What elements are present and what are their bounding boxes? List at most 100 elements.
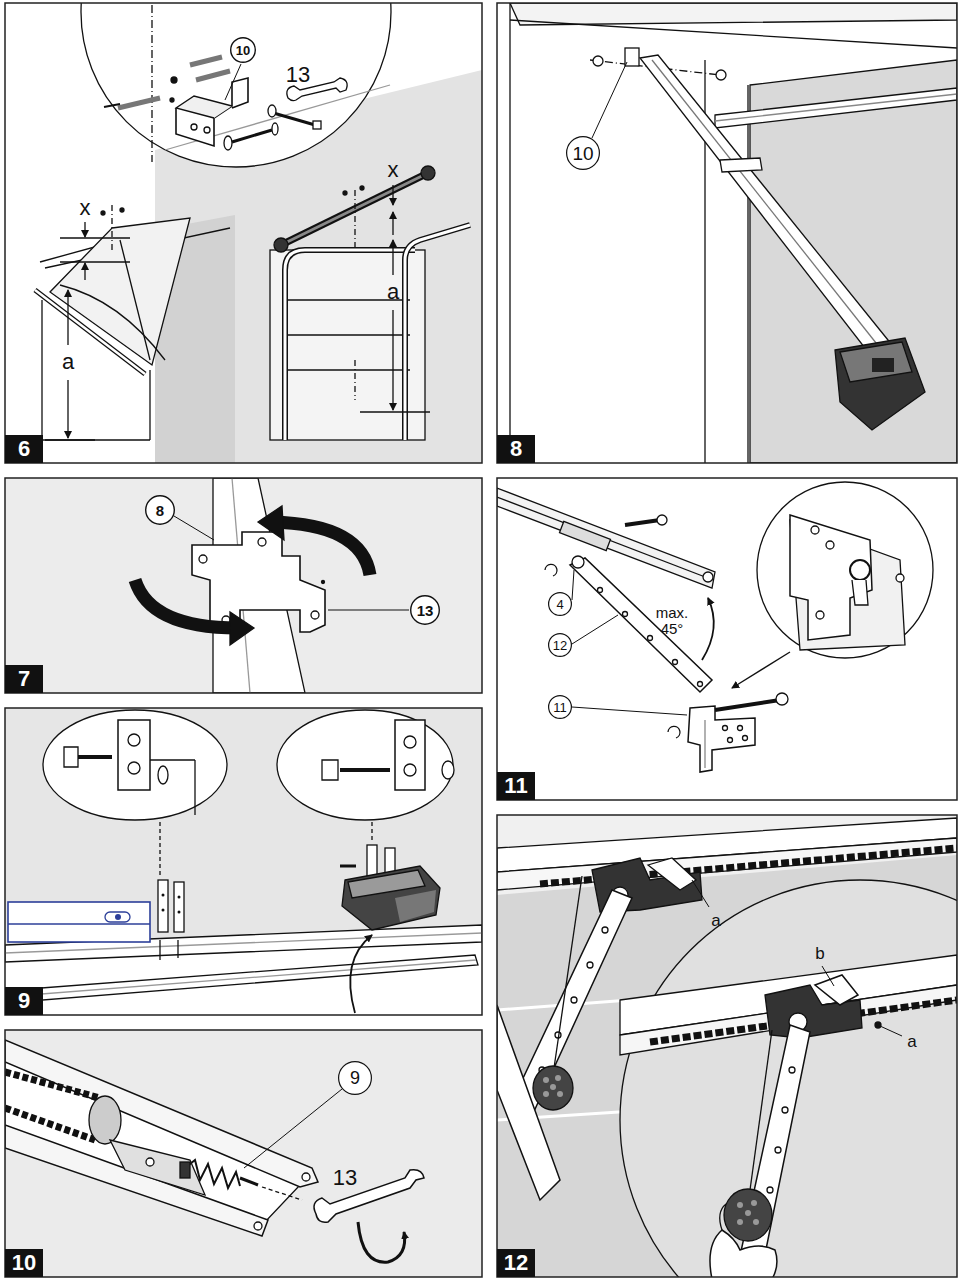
panel-11-art-part xyxy=(702,598,714,660)
panel-9-art-part xyxy=(5,708,482,1015)
callout-text: 11 xyxy=(553,701,567,714)
panel-11-art-part xyxy=(598,588,703,687)
panel-6-art-part xyxy=(35,290,145,374)
panel-12-art-part xyxy=(554,876,582,1068)
panel-6-art-part xyxy=(35,290,145,374)
callout-number: 4 xyxy=(548,592,572,616)
panel-9-art-part xyxy=(128,762,140,774)
panel-11-art-part xyxy=(570,558,712,692)
panel-12-art-part-part xyxy=(737,1202,743,1208)
callout-circle-outline xyxy=(549,593,572,616)
panel-12-art-part-part xyxy=(543,1077,549,1083)
panel-7-art-part xyxy=(311,611,319,619)
step-number: 9 xyxy=(18,990,30,1012)
panel-6-art-part xyxy=(120,208,124,212)
panel-8-art-part xyxy=(593,56,603,66)
part-letter: b xyxy=(815,945,824,963)
panel-10-art-part xyxy=(254,1222,262,1230)
panel-9-art-part-part xyxy=(162,894,165,897)
panel-6-art-part xyxy=(171,77,177,83)
panel-12-art-part-part xyxy=(557,1091,563,1097)
panel-9-art-part xyxy=(118,720,150,790)
panel-6-art-part xyxy=(101,211,105,215)
panel-6-art-part xyxy=(313,121,321,129)
callout-number: 9 xyxy=(338,1061,372,1095)
panel-9-art-part xyxy=(115,914,121,920)
angle-note: max. 45° xyxy=(650,605,694,637)
panel-11-art-part xyxy=(688,706,755,772)
callout-circle-outline xyxy=(567,137,600,170)
panel-10-art-part xyxy=(110,1140,205,1195)
panel-7-art-part xyxy=(192,532,325,632)
panel-11-art-part-part xyxy=(723,726,728,731)
panel-12-art-part xyxy=(815,975,858,1005)
panel-8-art-part xyxy=(497,3,957,463)
panel-8-art-part xyxy=(510,20,957,48)
panel-10-art-part xyxy=(89,1096,121,1144)
panel-6-art-part xyxy=(41,300,42,440)
panel-9-art-part xyxy=(105,912,130,922)
panel-frame-part xyxy=(497,815,957,1277)
panel-9-art-part xyxy=(194,760,195,815)
panel-8-art-part xyxy=(835,338,925,430)
panel-9-art-part xyxy=(371,822,372,843)
panel-9-art-part xyxy=(159,940,160,960)
callout-circle-outline xyxy=(231,38,256,63)
panel-frame-part xyxy=(5,3,482,463)
panel-9-art-part xyxy=(15,955,478,1002)
callout-number: 8 xyxy=(145,495,175,525)
step-number-box: 6 xyxy=(5,435,43,463)
leader-line xyxy=(244,1089,342,1168)
panel-8-art-part xyxy=(715,94,957,121)
callout-text: 10 xyxy=(236,44,250,57)
panel-11-art-part xyxy=(497,488,715,588)
panel-12-art-part-part xyxy=(550,1084,556,1090)
panel-9-art-part xyxy=(395,720,425,790)
panel-6-art-part xyxy=(120,240,150,360)
callout-text: 9 xyxy=(350,1069,360,1087)
panel-12-art-part-part xyxy=(571,997,577,1003)
panel-11-art-part xyxy=(703,572,713,582)
panel-7-art-part xyxy=(272,522,370,575)
callout-circle-outline xyxy=(339,1062,372,1095)
panel-6-art-part xyxy=(204,127,210,133)
panel-9-art-part xyxy=(342,866,440,930)
panel-8-art-part xyxy=(840,342,912,382)
panel-9-art-part xyxy=(340,865,356,868)
panel-12-art-part xyxy=(543,1075,563,1097)
panel-frame-part xyxy=(5,1030,482,1277)
panel-11-art-part xyxy=(657,515,667,525)
leader-line xyxy=(592,62,627,138)
panel-9-art-part xyxy=(404,764,416,776)
panel-6-art-part xyxy=(272,123,278,135)
panel-9-art-part xyxy=(150,759,195,760)
panel-9-art-part xyxy=(158,766,168,784)
step-number-box-fill xyxy=(497,772,535,800)
panel-11-art-part-part xyxy=(728,738,733,743)
panel-6-art-part xyxy=(224,136,232,150)
panel-11-art-part-part xyxy=(896,574,904,582)
panel-12-art-part xyxy=(875,1022,881,1028)
callout-circle-outline xyxy=(411,596,440,625)
callout-circle-outline xyxy=(549,696,572,719)
panel-6-art-part xyxy=(392,310,393,410)
panel-6-art-part xyxy=(170,98,174,102)
panel-11-art-part xyxy=(560,521,611,550)
panel-9-art-part-part xyxy=(162,909,165,912)
panel-11-art-part-part xyxy=(698,682,703,687)
panel-10-art-part xyxy=(358,1222,405,1262)
panel-11-art-part xyxy=(625,520,660,525)
callout-number: 11 xyxy=(548,695,572,719)
panel-11-art-part xyxy=(723,726,748,743)
panel-12-art-part-part xyxy=(587,962,593,968)
panel-11-art-part xyxy=(715,700,780,710)
panel-6-art-part xyxy=(149,370,150,440)
panel-11-art-part-part xyxy=(811,526,819,534)
panel-6-art-part xyxy=(392,240,393,275)
panel-6-art-part xyxy=(176,78,248,146)
step-number: 7 xyxy=(18,668,30,690)
callout-number: 10 xyxy=(566,136,600,170)
panel-6-art-part xyxy=(268,105,276,117)
panel-12-art-part-part xyxy=(751,1200,757,1206)
